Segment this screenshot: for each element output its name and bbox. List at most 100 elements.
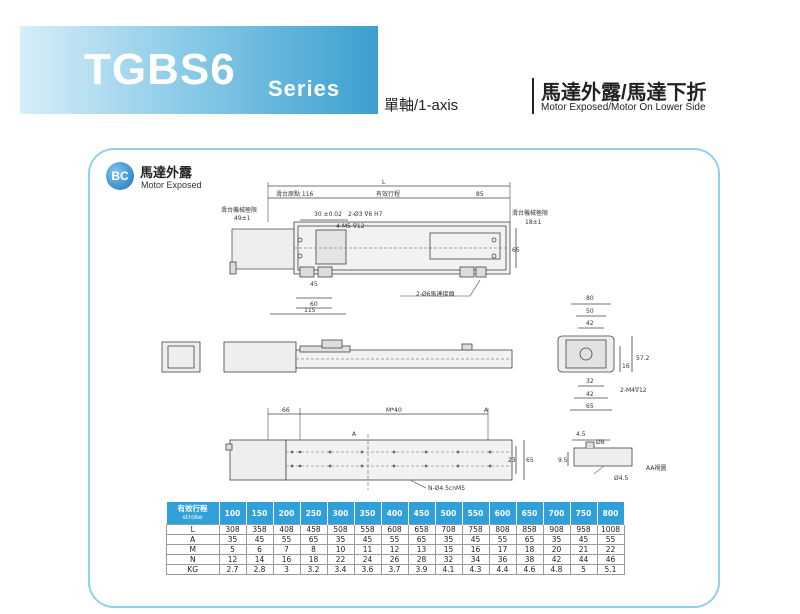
- table-cell: 45: [245, 534, 274, 545]
- table-cell: 558: [353, 524, 382, 535]
- end-view: [557, 303, 633, 411]
- table-cell: 22: [596, 544, 625, 555]
- table-cell: 10: [326, 544, 355, 555]
- table-cell: 16: [272, 554, 301, 565]
- table-cell: 34: [461, 554, 490, 565]
- table-cell: 3.2: [299, 564, 328, 575]
- table-cell: 35: [434, 534, 463, 545]
- table-cell: 45: [461, 534, 490, 545]
- table-cell: 858: [515, 524, 544, 535]
- aa-section-view: [567, 439, 633, 475]
- label-phi4-5: Ø4.5: [614, 475, 628, 482]
- table-cell: 4.8: [542, 564, 571, 575]
- label-m40: M*40: [386, 407, 402, 414]
- table-cell: 21: [569, 544, 598, 555]
- label-end-57: 57.2: [636, 355, 650, 362]
- table-cell: 13: [407, 544, 436, 555]
- label-end-50: 50: [586, 308, 594, 315]
- table-cell: 35: [542, 534, 571, 545]
- product-title: TGBS6: [84, 45, 236, 94]
- stroke-header-label: 有效行程: [177, 504, 208, 513]
- table-cell: 22: [326, 554, 355, 565]
- stroke-header: 有效行程 stroke: [166, 502, 220, 525]
- stroke-col-header: 100: [219, 502, 247, 525]
- stroke-col-header: 500: [435, 502, 463, 525]
- label-motor-connector: 2-Ø6馬達接頭: [416, 290, 455, 298]
- label-end-16: 16: [622, 363, 630, 370]
- bottom-view: [225, 408, 525, 490]
- label-4-5: 4.5: [576, 431, 586, 438]
- label-end-32: 32: [586, 378, 594, 385]
- table-cell: 608: [380, 524, 409, 535]
- label-slider-limit-right: 滑台機械極限: [512, 209, 548, 217]
- table-cell: 11: [353, 544, 382, 555]
- table-cell: 24: [353, 554, 382, 565]
- table-cell: 26: [380, 554, 409, 565]
- table-cell: 6: [245, 544, 274, 555]
- label-aa-view: AA視圖: [646, 464, 666, 472]
- label-limit-left-value: 49±1: [234, 215, 251, 222]
- axis-label: 單軸/1-axis: [384, 97, 459, 114]
- label-effective-stroke: 有效行程: [376, 190, 400, 198]
- table-cell: 16: [461, 544, 490, 555]
- table-cell: 18: [299, 554, 328, 565]
- stroke-col-header: 700: [543, 502, 571, 525]
- stroke-col-header: 600: [489, 502, 517, 525]
- motor-config-title: 馬達外露/馬達下折: [541, 82, 707, 104]
- table-cell: 35: [326, 534, 355, 545]
- table-cell: 55: [596, 534, 625, 545]
- table-cell: 8: [299, 544, 328, 555]
- table-cell: 65: [299, 534, 328, 545]
- stroke-col-header: 300: [327, 502, 355, 525]
- table-cell: 55: [488, 534, 517, 545]
- label-a-top: A: [484, 407, 489, 414]
- table-cell: 4.3: [461, 564, 490, 575]
- table-header-row: 有效行程 stroke 100 150 200 250 300 350 400 …: [166, 502, 625, 525]
- table-cell: 36: [488, 554, 517, 565]
- label-b65: 65: [526, 457, 534, 464]
- table-cell: 2.7: [218, 564, 247, 575]
- label-end-80: 80: [586, 295, 594, 302]
- table-cell: 408: [272, 524, 301, 535]
- table-cell: 55: [272, 534, 301, 545]
- table-cell: 18: [515, 544, 544, 555]
- table-cell: 44: [569, 554, 598, 565]
- row-label: M: [166, 544, 220, 555]
- stroke-col-header: 350: [354, 502, 382, 525]
- stroke-col-header: 250: [300, 502, 328, 525]
- table-cell: 3: [272, 564, 301, 575]
- label-end-42: 42: [586, 320, 594, 327]
- title-accent-bar: [532, 78, 534, 114]
- table-cell: 35: [218, 534, 247, 545]
- label-85: 85: [476, 191, 484, 198]
- row-label: L: [166, 524, 220, 535]
- stroke-col-header: 400: [381, 502, 409, 525]
- label-end-m4: 2-M4∇12: [620, 387, 647, 394]
- table-cell: 5: [569, 564, 598, 575]
- table-cell: 758: [461, 524, 490, 535]
- table-cell: 15: [434, 544, 463, 555]
- table-cell: 908: [542, 524, 571, 535]
- table-cell: 4.1: [434, 564, 463, 575]
- stroke-col-header: 750: [570, 502, 598, 525]
- table-cell: 2.8: [245, 564, 274, 575]
- table-cell: 3.7: [380, 564, 409, 575]
- label-45: 45: [310, 281, 318, 288]
- table-cell: 308: [218, 524, 247, 535]
- table-cell: 5.1: [596, 564, 625, 575]
- table-cell: 3.4: [326, 564, 355, 575]
- label-n-holes: N-Ø4.5cnM5: [428, 485, 465, 492]
- table-cell: 32: [434, 554, 463, 565]
- table-cell: 17: [488, 544, 517, 555]
- stroke-col-header: 200: [273, 502, 301, 525]
- table-cell: 5: [218, 544, 247, 555]
- section-title: 馬達外露: [140, 165, 193, 180]
- label-end-65: 65: [586, 403, 594, 410]
- table-cell: 4.4: [488, 564, 517, 575]
- stroke-spec-table: 有效行程 stroke 100 150 200 250 300 350 400 …: [166, 502, 625, 575]
- table-cell: 3.6: [353, 564, 382, 575]
- table-cell: 458: [299, 524, 328, 535]
